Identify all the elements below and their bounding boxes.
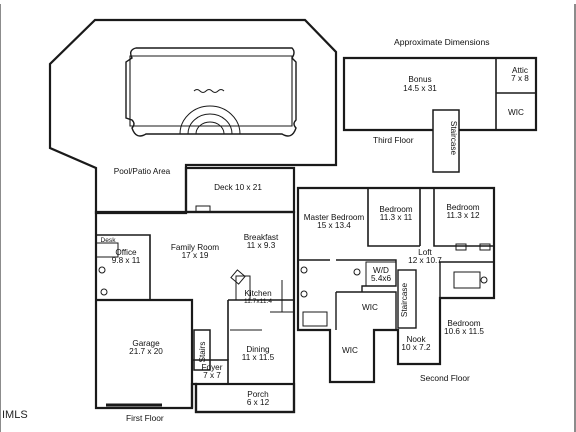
second-floor-label: Second Floor (420, 373, 470, 383)
loft-label: Loft (418, 248, 432, 257)
first-floor: Desk Office 9.8 x 11 Family Room 17 x 19… (94, 205, 296, 423)
deck: Deck 10 x 21 (184, 166, 296, 214)
porch (194, 382, 296, 414)
dining-label: Dining (246, 345, 270, 354)
kitchen-dims: 11.7x11.4 (244, 298, 272, 305)
wic-lower-label: WIC (342, 346, 358, 355)
toilet-icon-2 (480, 276, 488, 284)
desk-label: Desk (100, 237, 116, 244)
pool (125, 47, 297, 137)
first-floor-label: First Floor (126, 413, 164, 423)
bedroom-2-dims: 11.3 x 11 (380, 213, 413, 222)
attic-label: Attic (512, 66, 528, 75)
breakfast-dims: 11 x 9.3 (247, 241, 276, 250)
third-floor: Approximate Dimensions Bonus 14.5 x 31 A… (342, 37, 538, 173)
mls-watermark: IMLS (2, 409, 28, 421)
deck-label: Deck 10 x 21 (214, 183, 262, 192)
wd-closet (365, 261, 397, 287)
half-bath-toilet (100, 288, 108, 296)
porch-label: Porch (247, 390, 269, 399)
foyer-label: Foyer (202, 363, 223, 372)
breakfast-label: Breakfast (244, 233, 279, 242)
office-dims: 9.8 x 11 (112, 256, 141, 265)
cooktop (230, 269, 246, 285)
garage-label: Garage (132, 339, 160, 348)
stairs-first (193, 329, 211, 371)
bedroom-4-dims: 10.6 x 11.5 (444, 327, 484, 336)
pool-inner-edge (129, 55, 293, 127)
deck-door (195, 205, 211, 213)
office-label: Office (115, 248, 137, 257)
foyer-dims: 7 x 7 (203, 371, 221, 380)
pool-patio-area: Pool/Patio Area (48, 18, 338, 215)
dining-dims: 11 x 11.5 (242, 353, 275, 362)
bedroom-3-dims: 11.3 x 12 (446, 211, 480, 220)
pool-steps-3 (195, 121, 225, 135)
pool-patio-label: Pool/Patio Area (114, 167, 171, 176)
family-room-label: Family Room (171, 243, 219, 252)
bedroom-4-label: Bedroom (447, 319, 480, 328)
kitchen-island (235, 275, 251, 301)
attic-dims: 7 x 8 (511, 74, 529, 83)
sink-bed3-2 (455, 243, 467, 251)
staircase-second (397, 269, 417, 329)
master-sink-1 (300, 266, 308, 274)
staircase-third-label: Staircase (449, 121, 458, 156)
pool-steps (179, 105, 241, 135)
sink-bed3 (479, 243, 491, 251)
bonus-label: Bonus (408, 75, 431, 84)
bedroom-3-label: Bedroom (446, 203, 479, 212)
water-icon (193, 89, 225, 93)
kitchen-label: Kitchen (244, 289, 272, 298)
porch-dims: 6 x 12 (247, 398, 270, 407)
staircase-third (432, 109, 460, 173)
stairs-first-label: Stairs (198, 342, 207, 363)
wic-third-label: WIC (508, 108, 524, 117)
third-floor-label: Third Floor (373, 135, 414, 145)
second-floor: Master Bedroom 15 x 13.4 Bedroom 11.3 x … (296, 186, 496, 384)
desk (95, 242, 119, 258)
nook-dims: 10 x 7.2 (401, 343, 431, 352)
master-tub (302, 311, 328, 327)
wic-master-label: WIC (362, 303, 378, 312)
bonus-dims: 14.5 x 31 (403, 84, 437, 93)
master-sink-2 (300, 290, 308, 298)
tub (453, 271, 481, 289)
wd-label: W/D (373, 266, 389, 275)
family-room-dims: 17 x 19 (182, 251, 209, 260)
wd-dims: 5.4x6 (371, 274, 391, 283)
office-toilet (98, 266, 106, 274)
nook-label: Nook (406, 335, 426, 344)
master-bedroom-dims: 15 x 13.4 (317, 221, 351, 230)
bedroom-2-label: Bedroom (379, 205, 412, 214)
toilet-icon (353, 268, 361, 276)
pool-steps-2 (187, 113, 233, 135)
garage-dims: 21.7 x 20 (129, 347, 163, 356)
loft-dims: 12 x 10.7 (408, 256, 442, 265)
master-bedroom-label: Master Bedroom (304, 213, 365, 222)
approx-dimensions-label: Approximate Dimensions (394, 37, 490, 47)
staircase-second-label: Staircase (400, 282, 409, 317)
